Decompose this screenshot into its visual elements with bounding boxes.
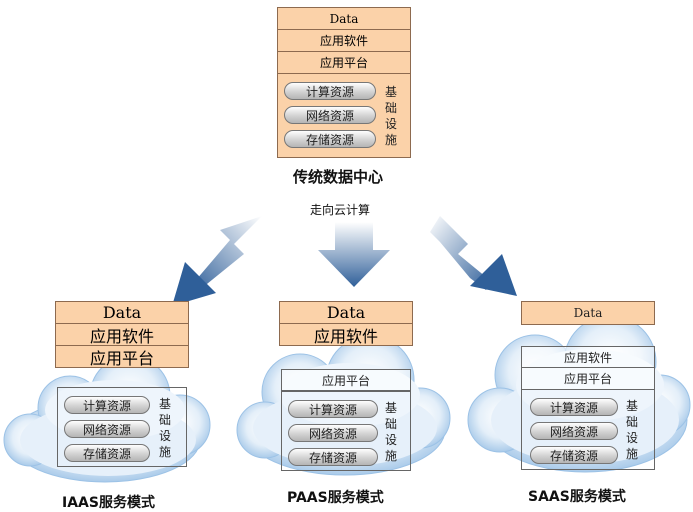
saas-data-row: Data (521, 301, 655, 325)
paas-storage-pill: 存储资源 (288, 448, 378, 466)
paas-top-stack: Data 应用软件 (279, 301, 413, 346)
traditional-app-platform-row: 应用平台 (278, 52, 410, 74)
paas-infra-frame: 计算资源 网络资源 存储资源 基 础 设 施 (281, 391, 411, 471)
saas-infra-frame: 计算资源 网络资源 存储资源 基 础 设 施 (521, 390, 655, 470)
paas-caption: PAAS服务模式 (287, 490, 384, 506)
arrow-left (172, 216, 262, 306)
traditional-caption: 传统数据中心 (293, 168, 384, 186)
paas-infra-label: 基 础 设 施 (384, 401, 397, 463)
traditional-infra-label: 基 础 设 施 (384, 85, 397, 147)
arrow-center (318, 222, 390, 287)
iaas-network-pill: 网络资源 (64, 420, 150, 438)
saas-storage-pill: 存储资源 (530, 446, 618, 464)
saas-app-software-row: 应用软件 (521, 346, 655, 368)
saas-network-pill: 网络资源 (530, 422, 618, 440)
iaas-data-row: Data (56, 302, 188, 324)
saas-caption: SAAS服务模式 (528, 489, 626, 505)
arrow-right (430, 216, 517, 296)
traditional-storage-pill: 存储资源 (284, 130, 376, 148)
traditional-stack: Data 应用软件 应用平台 计算资源 网络资源 存储资源 基 础 设 施 (277, 7, 411, 158)
paas-app-platform-row: 应用平台 (281, 369, 411, 391)
paas-app-software-row: 应用软件 (313, 327, 378, 346)
paas-data-row: Data (280, 302, 412, 324)
arrow-label: 走向云计算 (310, 203, 371, 217)
traditional-compute-pill: 计算资源 (284, 82, 376, 100)
saas-app-platform-row: 应用平台 (521, 368, 655, 390)
iaas-infra-label: 基 础 设 施 (158, 397, 171, 459)
paas-network-pill: 网络资源 (288, 424, 378, 442)
iaas-app-platform-row: 应用平台 (89, 349, 154, 368)
saas-infra-label: 基 础 设 施 (625, 399, 638, 461)
saas-compute-pill: 计算资源 (530, 398, 618, 416)
iaas-caption: IAAS服务模式 (62, 495, 155, 511)
traditional-network-pill: 网络资源 (284, 106, 376, 124)
paas-compute-pill: 计算资源 (288, 400, 378, 418)
iaas-top-stack: Data 应用软件 应用平台 (55, 301, 189, 368)
traditional-data-row: Data (278, 8, 410, 30)
iaas-app-software-row: 应用软件 (56, 324, 188, 346)
iaas-storage-pill: 存储资源 (64, 444, 150, 462)
iaas-infra-frame: 计算资源 网络资源 存储资源 基 础 设 施 (57, 387, 187, 467)
traditional-app-software-row: 应用软件 (278, 30, 410, 52)
iaas-compute-pill: 计算资源 (64, 396, 150, 414)
